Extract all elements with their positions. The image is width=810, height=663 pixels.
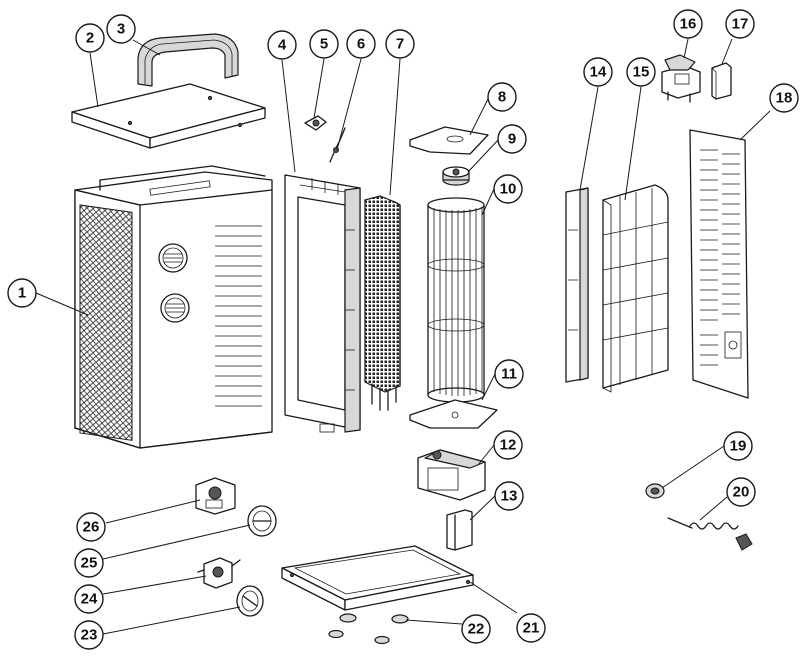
callout-8: 8: [487, 82, 517, 112]
svg-text:20: 20: [733, 484, 750, 501]
svg-text:8: 8: [498, 89, 506, 106]
svg-text:25: 25: [81, 555, 98, 572]
callout-24: 24: [74, 584, 104, 614]
callout-26: 26: [76, 512, 106, 542]
part-inner-frame: [284, 174, 361, 433]
part-rubber-feet: [328, 613, 409, 645]
callout-12: 12: [493, 430, 523, 460]
callout-13: 13: [494, 481, 524, 511]
svg-text:14: 14: [590, 64, 607, 81]
part-switch: [661, 54, 701, 103]
callout-20: 20: [726, 477, 756, 507]
part-cable-grommet: [645, 483, 665, 499]
svg-text:7: 7: [396, 36, 404, 53]
svg-text:12: 12: [500, 437, 517, 454]
housing-side-louvers: [215, 225, 262, 407]
callout-2: 2: [75, 23, 105, 53]
svg-text:18: 18: [776, 90, 793, 107]
callout-17: 17: [725, 9, 755, 39]
svg-text:26: 26: [83, 519, 100, 536]
callout-10: 10: [493, 174, 523, 204]
svg-text:17: 17: [732, 16, 749, 33]
part-knob-a: [236, 585, 264, 617]
svg-text:22: 22: [468, 621, 485, 638]
svg-text:4: 4: [278, 37, 287, 54]
svg-text:21: 21: [523, 620, 540, 637]
svg-text:11: 11: [501, 366, 517, 383]
callout-3: 3: [106, 14, 136, 44]
svg-text:15: 15: [633, 64, 650, 81]
part-base-tray: [281, 545, 474, 611]
part-upper-fan-bracket: [409, 126, 489, 155]
callout-1: 1: [7, 278, 37, 308]
part-side-strip: [565, 187, 589, 383]
part-bearing: [442, 166, 470, 186]
callout-14: 14: [583, 57, 613, 87]
svg-text:9: 9: [508, 131, 516, 148]
svg-text:3: 3: [117, 21, 125, 38]
svg-text:13: 13: [501, 488, 518, 505]
part-heating-element: [364, 195, 401, 411]
part-rear-grille: [689, 129, 749, 399]
svg-text:5: 5: [320, 36, 328, 53]
part-lower-fan-bracket: [409, 399, 498, 429]
part-top-cover: [71, 83, 266, 149]
svg-text:1: 1: [18, 285, 26, 302]
svg-text:24: 24: [81, 591, 98, 608]
callout-4: 4: [267, 30, 297, 60]
callout-21: 21: [516, 613, 546, 643]
callout-22: 22: [461, 614, 491, 644]
svg-text:2: 2: [86, 30, 94, 47]
part-thermostat: [304, 115, 327, 131]
callout-7: 7: [385, 29, 415, 59]
callout-11: 11: [494, 359, 524, 389]
part-power-cord: [667, 517, 753, 551]
part-motor-bracket: [446, 509, 473, 551]
callout-23: 23: [74, 620, 104, 650]
callout-6: 6: [346, 29, 376, 59]
callout-5: 5: [309, 29, 339, 59]
part-housing-body: [74, 165, 273, 449]
callout-19: 19: [723, 431, 753, 461]
svg-text:6: 6: [357, 36, 365, 53]
part-fan-motor: [417, 449, 486, 501]
part-rear-frame: [602, 184, 669, 393]
part-crossflow-fan: [427, 197, 485, 403]
part-mounting-bracket: [711, 62, 732, 100]
svg-text:16: 16: [680, 16, 697, 33]
svg-text:19: 19: [730, 438, 747, 455]
callout-25: 25: [74, 548, 104, 578]
callout-18: 18: [769, 83, 799, 113]
part-thermal-fuse: [329, 127, 346, 163]
part-thermostat-control: [195, 477, 236, 515]
part-handle: [137, 33, 239, 87]
part-control-switch: [197, 557, 241, 589]
callout-16: 16: [673, 9, 703, 39]
svg-text:23: 23: [81, 627, 98, 644]
svg-text:10: 10: [500, 181, 517, 198]
callout-15: 15: [626, 57, 656, 87]
callout-9: 9: [497, 124, 527, 154]
part-knob-b: [247, 505, 277, 537]
leader-lines: [35, 38, 771, 635]
